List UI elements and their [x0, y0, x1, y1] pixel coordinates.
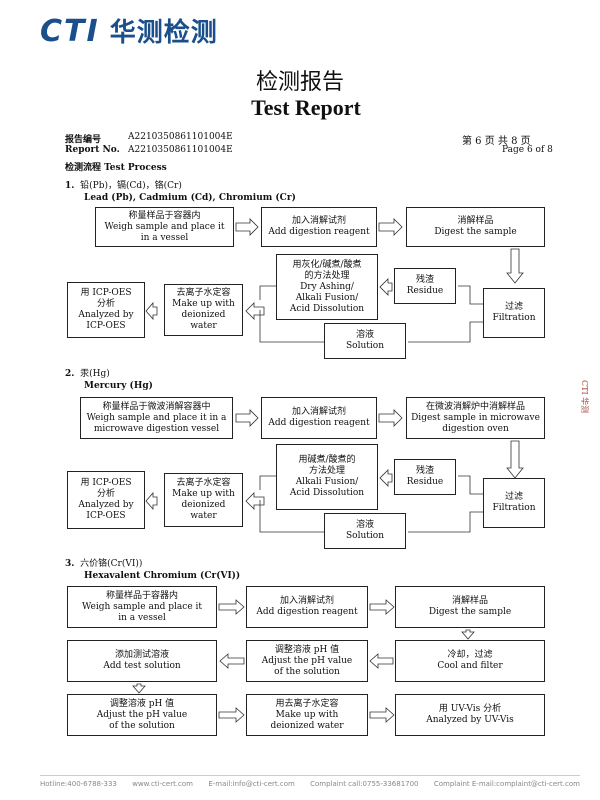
logo-cn: 华测检测 — [109, 18, 218, 48]
section-3-heading-en: Hexavalent Chromium (Cr(VI)) — [84, 571, 241, 581]
page-number-en: Page 6 of 8 — [502, 145, 553, 155]
report-no-label-cn: 报告编号 — [65, 135, 102, 145]
section-1-heading-cn: 1. 铅(Pb)，镉(Cd)，铬(Cr) — [65, 181, 182, 191]
page-number-cn: 第 6 页 共 8 页 — [462, 136, 531, 147]
report-title-cn: 检测报告 — [255, 70, 344, 95]
footer-complaint-call: Complaint call:0755-33681700 — [310, 780, 419, 788]
footer-complaint-email[interactable]: Complaint E-mail:complaint@cti-cert.com — [433, 780, 580, 788]
process-title: 检测流程 Test Process — [65, 163, 167, 173]
side-stamp: CTI 华测 — [580, 380, 589, 414]
footer: Hotline:400-6788-333 www.cti-cert.com E-… — [40, 780, 580, 788]
footer-hotline: Hotline:400-6788-333 — [40, 780, 117, 788]
company-logo: CTI 华测检测 — [40, 12, 218, 49]
logo-brand: CTI — [40, 14, 100, 49]
section-1-heading-en: Lead (Pb), Cadmium (Cd), Chromium (Cr) — [84, 193, 296, 203]
report-no-value: A2210350861101004E — [128, 132, 233, 142]
footer-divider — [40, 775, 580, 776]
report-no-label-en: Report No. — [65, 145, 120, 155]
report-title-en: Test Report — [251, 95, 361, 120]
section-2-heading-cn: 2. 汞(Hg) — [65, 369, 110, 379]
footer-email[interactable]: E-mail:info@cti-cert.com — [208, 780, 295, 788]
section-3-heading-cn: 3. 六价铬(Cr(VI)) — [65, 559, 143, 569]
section-2-heading-en: Mercury (Hg) — [84, 381, 153, 391]
report-no-value-2: A2210350861101004E — [128, 145, 233, 155]
footer-website[interactable]: www.cti-cert.com — [132, 780, 193, 788]
